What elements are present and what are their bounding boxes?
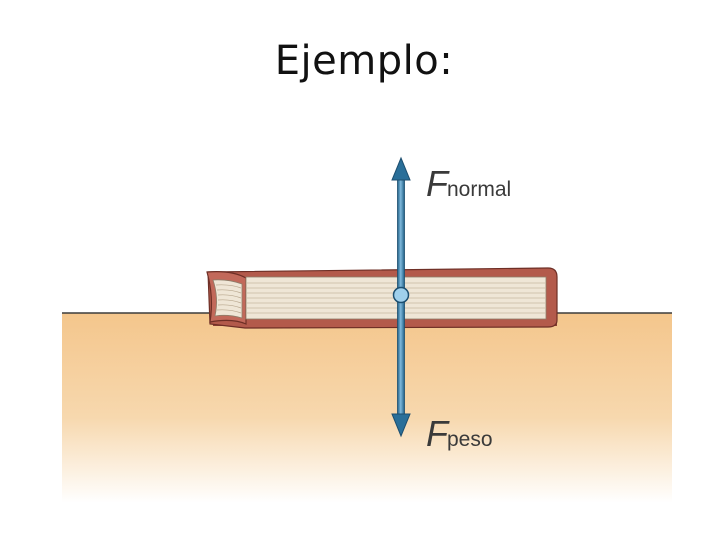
label-f-normal-subscript: normal: [447, 178, 511, 201]
label-f-normal-symbol: F: [426, 163, 450, 204]
center-of-mass-dot: [392, 286, 410, 304]
label-f-peso-subscript: peso: [447, 428, 493, 451]
label-f-normal: F normal: [426, 163, 511, 204]
label-f-peso-symbol: F: [426, 413, 450, 454]
page-lines: [246, 282, 546, 314]
spine-page-lines: [215, 284, 242, 314]
label-f-peso: F peso: [426, 413, 493, 454]
table-surface: [62, 312, 672, 503]
slide-title: Ejemplo:: [274, 38, 454, 84]
book: [206, 267, 558, 329]
